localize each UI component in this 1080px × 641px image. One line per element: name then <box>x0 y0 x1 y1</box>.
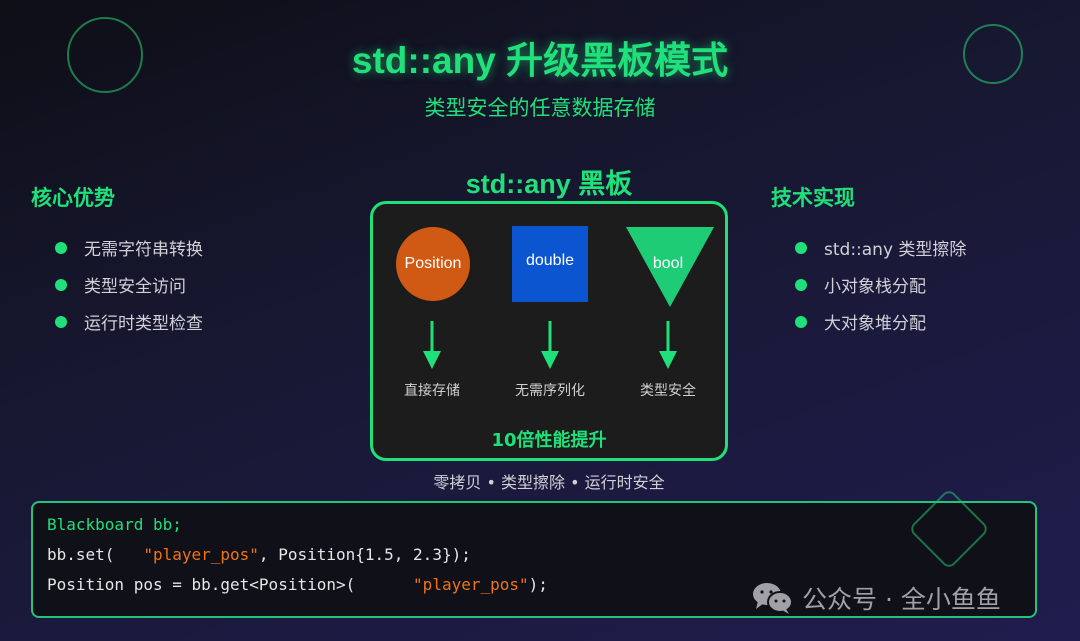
left-panel-list: 无需字符串转换 类型安全访问 运行时类型检查 <box>55 229 203 340</box>
arrow-down-icon <box>541 321 559 369</box>
page-subtitle: 类型安全的任意数据存储 <box>424 96 656 120</box>
triangle-shape-icon <box>626 227 714 307</box>
tagline: 零拷贝 • 类型擦除 • 运行时安全 <box>433 473 665 492</box>
position-circle: Position <box>396 227 470 301</box>
list-item: 小对象栈分配 <box>795 266 966 303</box>
code-line-2: bb.set( "player_pos", Position{1.5, 2.3}… <box>47 545 471 564</box>
watermark: 公众号 · 全小鱼鱼 <box>752 580 1001 616</box>
wechat-icon <box>753 583 793 614</box>
left-panel-title: 核心优势 <box>31 186 115 210</box>
bullet-icon <box>795 241 807 254</box>
right-panel-list: std::any 类型擦除 小对象栈分配 大对象堆分配 <box>795 229 966 340</box>
arrow-down-icon <box>659 321 677 369</box>
double-square: double <box>512 226 588 302</box>
list-item: 大对象堆分配 <box>795 303 966 340</box>
code-line-1: Blackboard bb; <box>47 515 182 534</box>
board-title: std::any 黑板 <box>465 169 633 199</box>
string-literal: "player_pos" <box>143 545 259 564</box>
arrow-label: 无需序列化 <box>515 383 585 399</box>
bullet-icon <box>55 241 67 254</box>
code-block: Blackboard bb; bb.set( "player_pos", Pos… <box>31 501 1037 618</box>
bullet-icon <box>795 315 807 328</box>
right-panel-title: 技术实现 <box>771 186 855 210</box>
bullet-icon <box>55 278 67 291</box>
list-item: 运行时类型检查 <box>55 303 203 340</box>
list-item: 无需字符串转换 <box>55 229 203 266</box>
arrow-down-icon <box>423 321 441 369</box>
arrow-label: 类型安全 <box>640 383 696 399</box>
performance-label: 10倍性能提升 <box>491 430 607 451</box>
arrow-label: 直接存储 <box>404 383 460 399</box>
page-title: std::any 升级黑板模式 <box>351 40 729 81</box>
bool-triangle: bool <box>626 227 716 309</box>
decorative-circle-left <box>67 17 143 93</box>
bullet-icon <box>55 315 67 328</box>
bullet-icon <box>795 278 807 291</box>
decorative-circle-right <box>963 24 1023 84</box>
list-item: 类型安全访问 <box>55 266 203 303</box>
blackboard-panel: Position double bool 直接存储 无需序列化 类型安全 10倍… <box>370 201 728 461</box>
list-item: std::any 类型擦除 <box>795 229 966 266</box>
string-literal: "player_pos" <box>413 575 529 594</box>
code-line-3: Position pos = bb.get<Position>( "player… <box>47 575 548 594</box>
